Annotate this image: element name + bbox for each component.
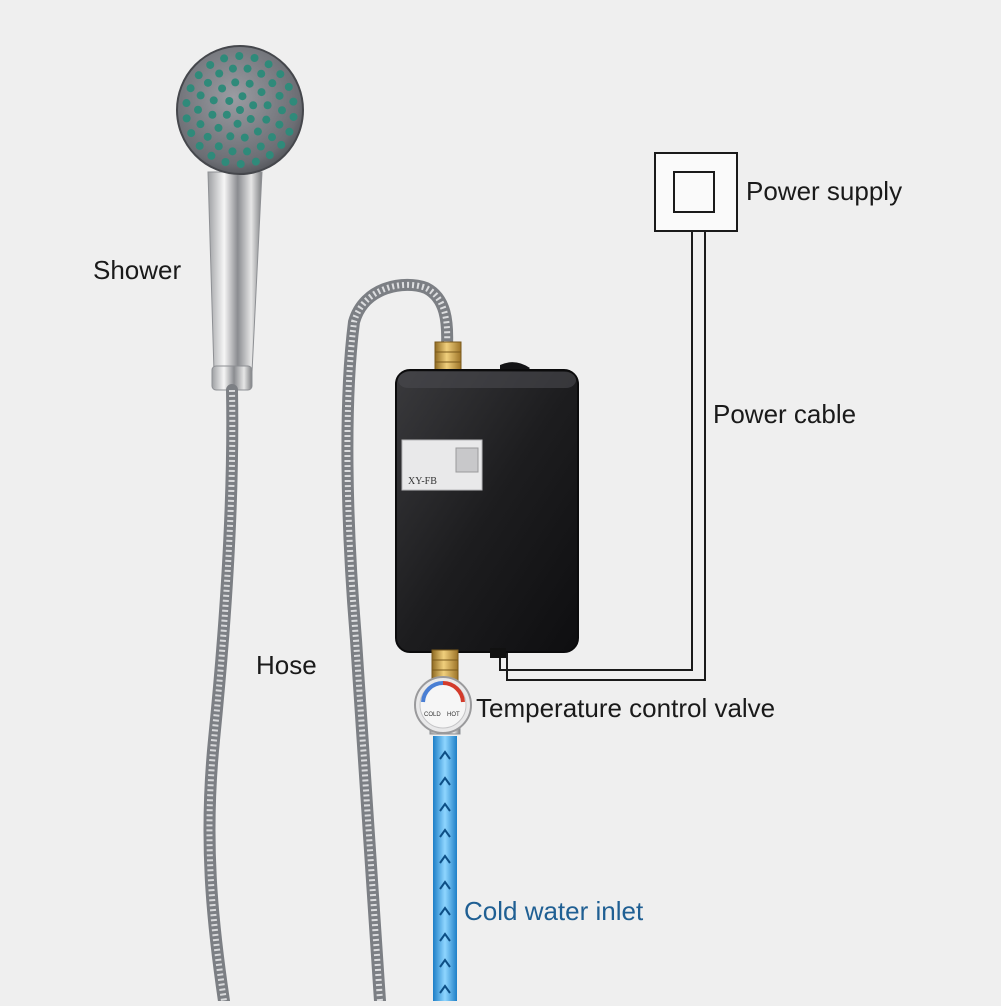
nozzle xyxy=(263,101,272,110)
nozzle xyxy=(220,54,229,63)
nozzle xyxy=(249,101,258,110)
nozzle xyxy=(203,78,212,87)
nozzle xyxy=(268,79,277,88)
nozzle xyxy=(228,147,237,156)
nozzle xyxy=(228,64,237,73)
flow-arrow xyxy=(439,854,451,864)
nozzle xyxy=(264,60,273,69)
nozzle xyxy=(276,70,285,79)
nozzle xyxy=(243,64,252,73)
cold-water-inlet-label: Cold water inlet xyxy=(464,896,644,926)
nozzle xyxy=(265,151,274,160)
nozzle xyxy=(277,106,286,115)
nozzle xyxy=(209,96,218,105)
flow-arrow xyxy=(439,750,451,760)
nozzle xyxy=(236,106,244,114)
flow-arrow xyxy=(439,880,451,890)
flow-arrow xyxy=(439,776,451,786)
flow-arrow xyxy=(439,802,451,812)
nozzle xyxy=(187,129,196,138)
shower-nozzles xyxy=(182,52,298,168)
nozzle xyxy=(196,120,205,129)
temperature-control-valve-label: Temperature control valve xyxy=(476,693,776,723)
power-supply-label: Power supply xyxy=(746,176,903,206)
nozzle xyxy=(221,158,230,167)
nozzle xyxy=(206,60,215,69)
nozzle xyxy=(275,91,284,100)
nozzle xyxy=(233,119,242,128)
nozzle xyxy=(195,141,204,150)
flow-arrow xyxy=(439,958,451,968)
nozzle xyxy=(182,99,191,108)
nozzle xyxy=(257,88,266,97)
nozzle xyxy=(246,115,255,124)
nozzle xyxy=(218,84,227,93)
nozzle xyxy=(257,69,266,78)
nozzle xyxy=(253,127,262,136)
nozzle xyxy=(214,123,223,132)
nozzle xyxy=(275,120,284,129)
nozzle xyxy=(285,127,294,136)
shower-label: Shower xyxy=(93,255,182,285)
temperature-control-valve xyxy=(414,676,472,735)
nozzle xyxy=(225,96,234,105)
power-cable-label: Power cable xyxy=(713,399,857,429)
water-heater xyxy=(395,362,579,658)
led-display xyxy=(455,447,479,473)
shower-handheld xyxy=(176,45,304,391)
nozzle xyxy=(245,79,254,88)
nozzle xyxy=(194,105,203,114)
nozzle xyxy=(196,91,205,100)
flow-arrow xyxy=(439,984,451,994)
power-cable xyxy=(499,231,693,671)
nozzle xyxy=(289,97,298,106)
nozzle xyxy=(208,110,217,119)
nozzle xyxy=(240,133,249,142)
nozzle xyxy=(231,78,240,87)
nozzle xyxy=(238,92,247,101)
flow-arrow xyxy=(439,828,451,838)
nozzle xyxy=(251,157,260,166)
nozzle xyxy=(235,52,244,61)
nozzle xyxy=(277,140,286,149)
nozzle xyxy=(236,159,245,168)
nozzle xyxy=(182,114,191,123)
nozzle xyxy=(289,112,298,121)
nozzle xyxy=(284,82,293,91)
nozzle xyxy=(222,110,231,119)
nozzle xyxy=(214,142,223,151)
nozzle xyxy=(186,84,195,93)
hose-label: Hose xyxy=(256,650,317,680)
power-supply-box xyxy=(654,152,738,232)
flow-arrow xyxy=(439,932,451,942)
nozzle xyxy=(226,132,235,141)
nozzle xyxy=(250,53,259,62)
nozzle xyxy=(243,147,252,156)
nozzle xyxy=(268,133,277,142)
nozzle xyxy=(194,71,203,80)
flow-arrows xyxy=(439,750,451,994)
flow-arrow xyxy=(439,906,451,916)
nozzle xyxy=(256,142,265,151)
nozzle xyxy=(207,151,216,160)
nozzle xyxy=(203,132,212,141)
nozzle xyxy=(262,115,271,124)
cold-water-pipe xyxy=(433,736,457,1001)
nozzle xyxy=(215,69,224,78)
